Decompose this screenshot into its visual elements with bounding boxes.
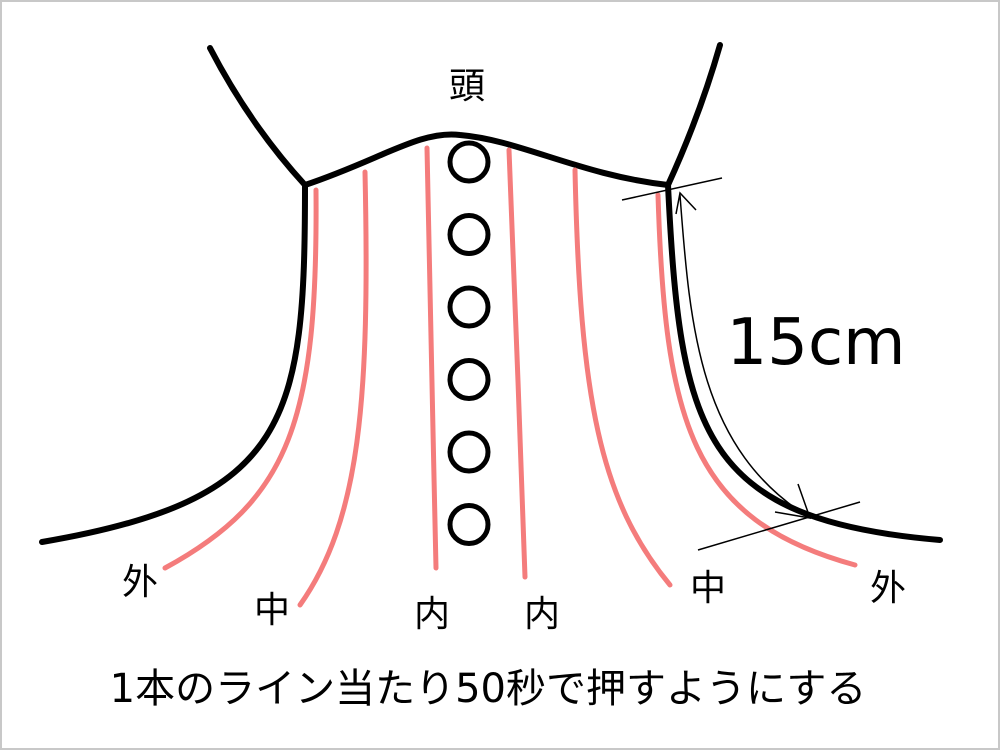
label-inner-right: 内: [524, 594, 560, 635]
line-outer-right: [655, 192, 858, 568]
head-right-edge: [665, 42, 723, 188]
line-inner-right: [506, 147, 528, 580]
label-measure: 15cm: [727, 306, 906, 380]
label-middle-right: 中: [690, 568, 726, 609]
pressure-point: [447, 285, 491, 329]
pressure-point: [447, 503, 491, 546]
pressure-lines: [162, 145, 858, 608]
head-left-edge: [207, 45, 308, 188]
measurement: [621, 177, 861, 551]
instruction-text: 1本のライン当たり50秒で押すようにする: [110, 666, 867, 712]
neck-right-contour: [665, 182, 943, 543]
spine-points: [447, 140, 491, 546]
pressure-point: [447, 140, 491, 184]
line-outer-left: [162, 187, 319, 571]
hairline: [302, 131, 671, 188]
arrowhead-bottom: [774, 483, 812, 519]
arrowhead-top: [675, 191, 697, 215]
pressure-point: [447, 213, 491, 256]
pressure-point: [447, 430, 491, 474]
line-middle-left: [297, 169, 369, 608]
neck-outline: [39, 42, 943, 545]
line-inner-left: [424, 145, 439, 571]
label-head: 頭: [449, 66, 485, 107]
neck-left-contour: [39, 182, 308, 545]
label-inner-left: 内: [414, 594, 450, 635]
measure-arc: [679, 194, 811, 519]
label-middle-left: 中: [254, 590, 290, 631]
measure-tick-bottom: [697, 501, 861, 551]
line-middle-right: [572, 167, 673, 588]
measure-tick-top: [621, 177, 723, 201]
label-outer-left: 外: [122, 562, 158, 603]
label-outer-right: 外: [870, 568, 906, 609]
pressure-point: [447, 358, 491, 401]
